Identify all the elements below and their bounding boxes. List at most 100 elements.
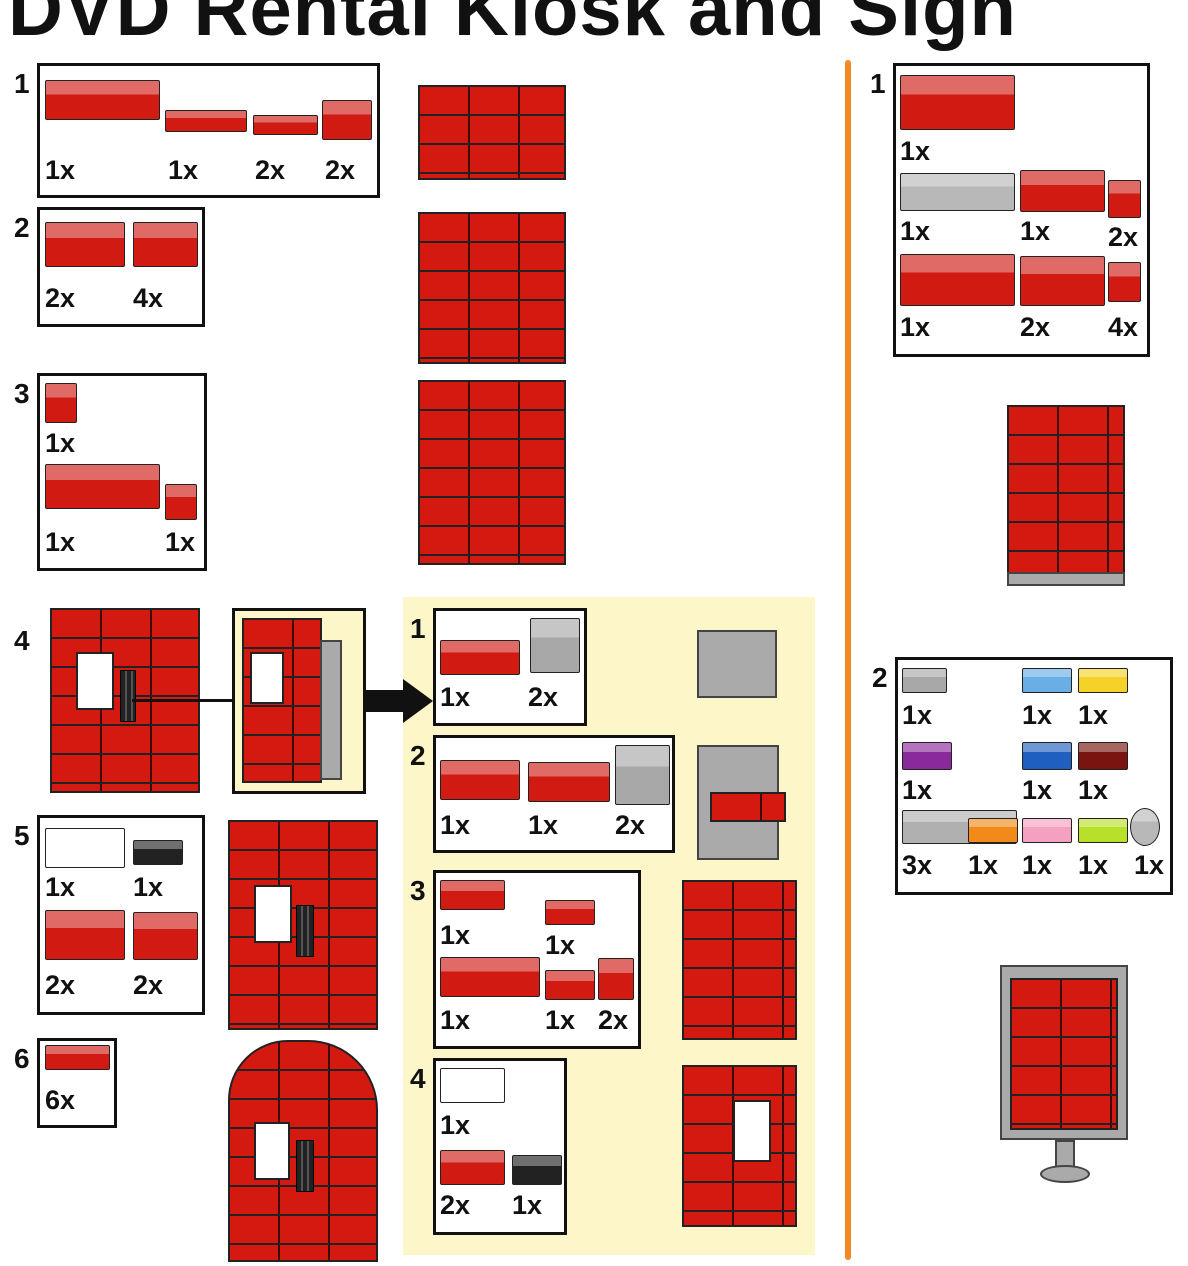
sub_steps-1-number: 1 bbox=[410, 613, 426, 644]
part-quantity: 1x bbox=[168, 155, 199, 185]
brick-part bbox=[615, 745, 670, 805]
part-quantity: 2x bbox=[133, 970, 164, 1000]
callout-bracket bbox=[320, 640, 342, 780]
part-quantity: 1x bbox=[45, 527, 76, 557]
callout-arrow-icon bbox=[366, 690, 406, 712]
brick-part bbox=[902, 742, 952, 770]
model-6-window bbox=[254, 1122, 290, 1180]
part-quantity: 1x bbox=[968, 850, 999, 880]
brick-part bbox=[1022, 742, 1072, 770]
part-quantity: 2x bbox=[528, 682, 559, 712]
brick-part bbox=[440, 640, 520, 675]
kiosk_steps-5-number: 5 bbox=[14, 820, 30, 851]
sign_steps-1-number: 1 bbox=[870, 68, 886, 99]
part-quantity: 1x bbox=[512, 1190, 543, 1220]
brick-part bbox=[45, 464, 160, 509]
part-quantity: 1x bbox=[1078, 700, 1109, 730]
brick-part bbox=[1022, 818, 1072, 843]
brick-part bbox=[1130, 808, 1160, 846]
sign-panel bbox=[1010, 978, 1118, 1130]
brick-part bbox=[440, 957, 540, 997]
part-quantity: 2x bbox=[598, 1005, 629, 1035]
part-quantity: 1x bbox=[545, 1005, 576, 1035]
brick-part bbox=[598, 958, 634, 1000]
brick-part bbox=[545, 900, 595, 925]
substep-4-window bbox=[733, 1100, 771, 1162]
brick-part bbox=[902, 668, 947, 693]
part-quantity: 1x bbox=[528, 810, 559, 840]
page-title: DVD Rental Kiosk and Sign bbox=[8, 0, 1017, 52]
brick-part bbox=[1022, 668, 1072, 693]
brick-part bbox=[1108, 262, 1141, 302]
brick-part bbox=[322, 100, 372, 140]
brick-part bbox=[1078, 818, 1128, 843]
brick-part bbox=[900, 254, 1015, 306]
part-quantity: 4x bbox=[1108, 312, 1139, 342]
part-quantity: 2x bbox=[1020, 312, 1051, 342]
brick-part bbox=[133, 222, 198, 267]
part-quantity: 2x bbox=[45, 970, 76, 1000]
arrow-icon bbox=[132, 699, 232, 702]
kiosk_steps-4-number: 4 bbox=[14, 625, 30, 656]
part-quantity: 1x bbox=[45, 872, 76, 902]
brick-part bbox=[165, 110, 247, 132]
part-quantity: 2x bbox=[325, 155, 356, 185]
part-quantity: 2x bbox=[1108, 222, 1139, 252]
part-quantity: 1x bbox=[440, 1110, 471, 1140]
brick-part bbox=[440, 1068, 505, 1103]
model-5-grille bbox=[296, 905, 314, 957]
part-quantity: 1x bbox=[900, 216, 931, 246]
part-quantity: 1x bbox=[1020, 216, 1051, 246]
part-quantity: 1x bbox=[1134, 850, 1165, 880]
brick-part bbox=[133, 912, 198, 960]
part-quantity: 1x bbox=[900, 312, 931, 342]
model-4-window bbox=[76, 652, 114, 710]
part-quantity: 1x bbox=[900, 136, 931, 166]
part-quantity: 2x bbox=[45, 283, 76, 313]
brick-part bbox=[1108, 180, 1141, 218]
kiosk_steps-3-number: 3 bbox=[14, 378, 30, 409]
brick-part bbox=[968, 818, 1018, 843]
part-quantity: 3x bbox=[902, 850, 933, 880]
sign_steps-2-number: 2 bbox=[872, 662, 888, 693]
part-quantity: 1x bbox=[1022, 700, 1053, 730]
part-quantity: 1x bbox=[1022, 775, 1053, 805]
substep-2-plate bbox=[710, 792, 786, 822]
brick-part bbox=[45, 222, 125, 267]
sign-foot bbox=[1040, 1165, 1090, 1183]
brick-part bbox=[133, 840, 183, 865]
section-divider bbox=[845, 60, 851, 1260]
brick-part bbox=[45, 910, 125, 960]
sub_steps-4-number: 4 bbox=[410, 1063, 426, 1094]
brick-part bbox=[900, 173, 1015, 211]
part-quantity: 1x bbox=[440, 682, 471, 712]
kiosk_steps-2-number: 2 bbox=[14, 212, 30, 243]
model-6-grille bbox=[296, 1140, 314, 1192]
part-quantity: 1x bbox=[440, 1005, 471, 1035]
part-quantity: 1x bbox=[902, 775, 933, 805]
brick-part bbox=[45, 828, 125, 868]
part-quantity: 1x bbox=[45, 155, 76, 185]
part-quantity: 6x bbox=[45, 1085, 76, 1115]
sub_steps-3-number: 3 bbox=[410, 875, 426, 906]
kiosk_steps-6-number: 6 bbox=[14, 1043, 30, 1074]
brick-part bbox=[512, 1155, 562, 1185]
part-quantity: 1x bbox=[165, 527, 196, 557]
brick-part bbox=[253, 115, 318, 135]
brick-part bbox=[45, 1045, 110, 1070]
part-quantity: 2x bbox=[440, 1190, 471, 1220]
brick-part bbox=[440, 1150, 505, 1185]
part-quantity: 1x bbox=[133, 872, 164, 902]
part-quantity: 1x bbox=[902, 700, 933, 730]
substep-4-model bbox=[682, 1065, 797, 1227]
part-quantity: 1x bbox=[1022, 850, 1053, 880]
brick-part bbox=[1078, 742, 1128, 770]
brick-part bbox=[530, 618, 580, 673]
part-quantity: 1x bbox=[1078, 850, 1109, 880]
part-quantity: 4x bbox=[133, 283, 164, 313]
part-quantity: 1x bbox=[440, 920, 471, 950]
model-step-1 bbox=[418, 85, 566, 180]
kiosk_steps-1-number: 1 bbox=[14, 68, 30, 99]
sign_steps-2-parts-box bbox=[895, 657, 1173, 895]
substep-1-model bbox=[697, 630, 777, 698]
